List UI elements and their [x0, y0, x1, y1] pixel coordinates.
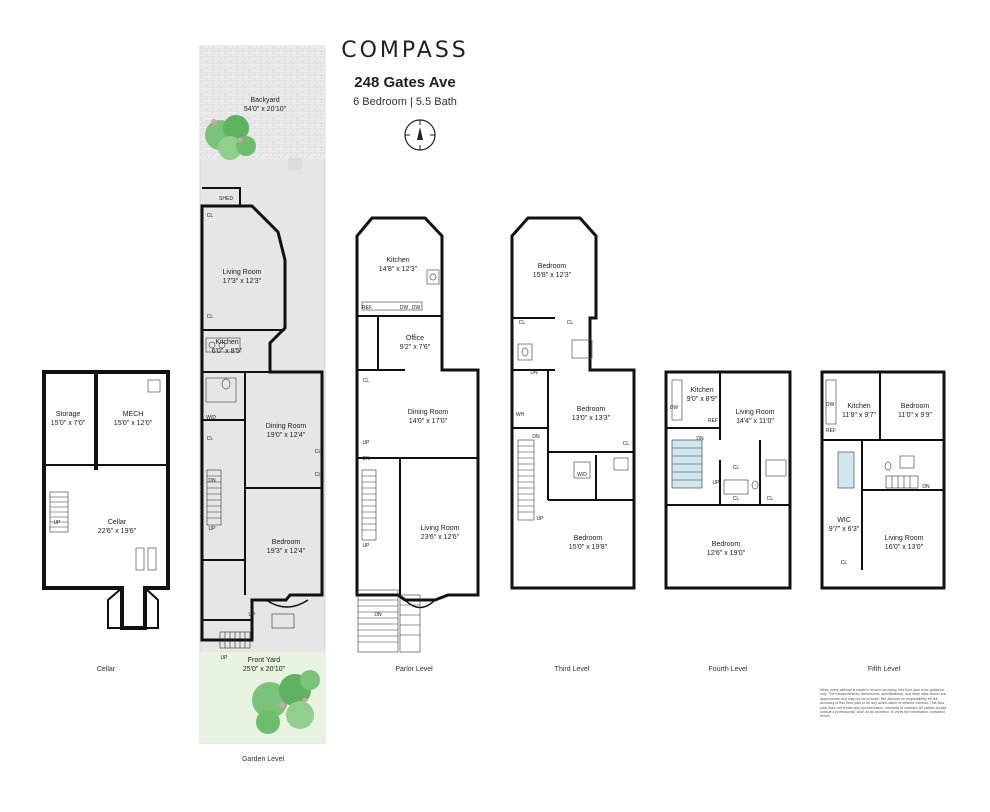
tag-up: UP [53, 520, 61, 526]
garden-fixtures [205, 337, 241, 403]
tag-cl: CL [314, 449, 322, 455]
fifth-fixtures [825, 379, 915, 471]
tag-dw: DW [399, 305, 409, 311]
cellar-stairs [49, 491, 69, 533]
tag-up: UP [248, 612, 256, 618]
tag-cl: CL [566, 320, 574, 326]
level-label-fourth: Fourth Level [708, 666, 748, 673]
tag-wh: WH [515, 412, 525, 418]
tag-cl: CL [362, 378, 370, 384]
tag-up: UP [362, 440, 370, 446]
third-stairs [517, 439, 535, 521]
tag-cl: CL [622, 441, 630, 447]
tag-up: UP [362, 543, 370, 549]
brand-logo: COMPASS [341, 38, 469, 63]
fourth-stairs [671, 439, 749, 495]
front-yard-tree [252, 670, 320, 734]
third-walls [510, 216, 636, 590]
level-label-parlor: Parlor Level [395, 666, 433, 673]
level-label-cellar: Cellar [96, 666, 116, 673]
tag-ref: REF [708, 418, 718, 424]
cellar-walls [42, 370, 170, 630]
tag-cl: CL [206, 436, 214, 442]
tag-cl: CL [732, 465, 740, 471]
tag-dw: DW [411, 305, 421, 311]
parlor-fixtures [361, 269, 440, 311]
level-label-third: Third Level [554, 666, 590, 673]
fourth-fixtures [671, 379, 787, 490]
fourth-walls [664, 370, 792, 590]
tag-wd: W/D [577, 472, 587, 478]
tag-ref: REF [826, 428, 836, 434]
parlor-stairs [361, 469, 377, 541]
tag-up: UP [712, 480, 720, 486]
property-summary: 6 Bedroom | 5.5 Bath [353, 96, 457, 108]
tag-dn: DN [208, 478, 216, 484]
tag-up: UP [536, 516, 544, 522]
tag-up: UP [220, 655, 228, 661]
tag-dn: DN [362, 456, 370, 462]
tag-dn: DN [922, 484, 930, 490]
garden-house-walls [200, 187, 324, 642]
parlor-stoop [357, 589, 421, 653]
fifth-stairs [837, 451, 919, 489]
level-label-fifth: Fifth Level [867, 666, 901, 673]
tag-cl: CL [314, 472, 322, 478]
tag-up: UP [208, 526, 216, 532]
disclaimer-text: While every attempt is made to ensure ac… [820, 688, 947, 719]
tag-ref: REF [362, 305, 372, 311]
tag-shed: SHED [219, 196, 233, 202]
tag-dn: DN [530, 370, 538, 376]
tag-dn: DN [532, 434, 540, 440]
tag-cl: CL [518, 320, 526, 326]
fifth-walls [820, 370, 946, 590]
tag-cl: CL [206, 213, 214, 219]
garden-stairs [206, 469, 295, 649]
property-address: 248 Gates Ave [354, 74, 456, 91]
tag-dw: DW [825, 402, 835, 408]
tag-cl: CL [840, 560, 848, 566]
tag-cl: CL [732, 496, 740, 502]
tag-cl: CL [206, 314, 214, 320]
cellar-fixtures [135, 379, 161, 571]
level-label-garden: Garden Level [241, 756, 285, 763]
tag-wd: W/D [206, 415, 216, 421]
tag-cl: CL [766, 496, 774, 502]
tag-dw: DW [669, 405, 679, 411]
north-arrow-icon [404, 119, 436, 151]
backyard-tree [205, 115, 256, 160]
tag-dn: DN [696, 436, 704, 442]
third-fixtures [517, 339, 629, 479]
tag-dn: DN [374, 612, 382, 618]
